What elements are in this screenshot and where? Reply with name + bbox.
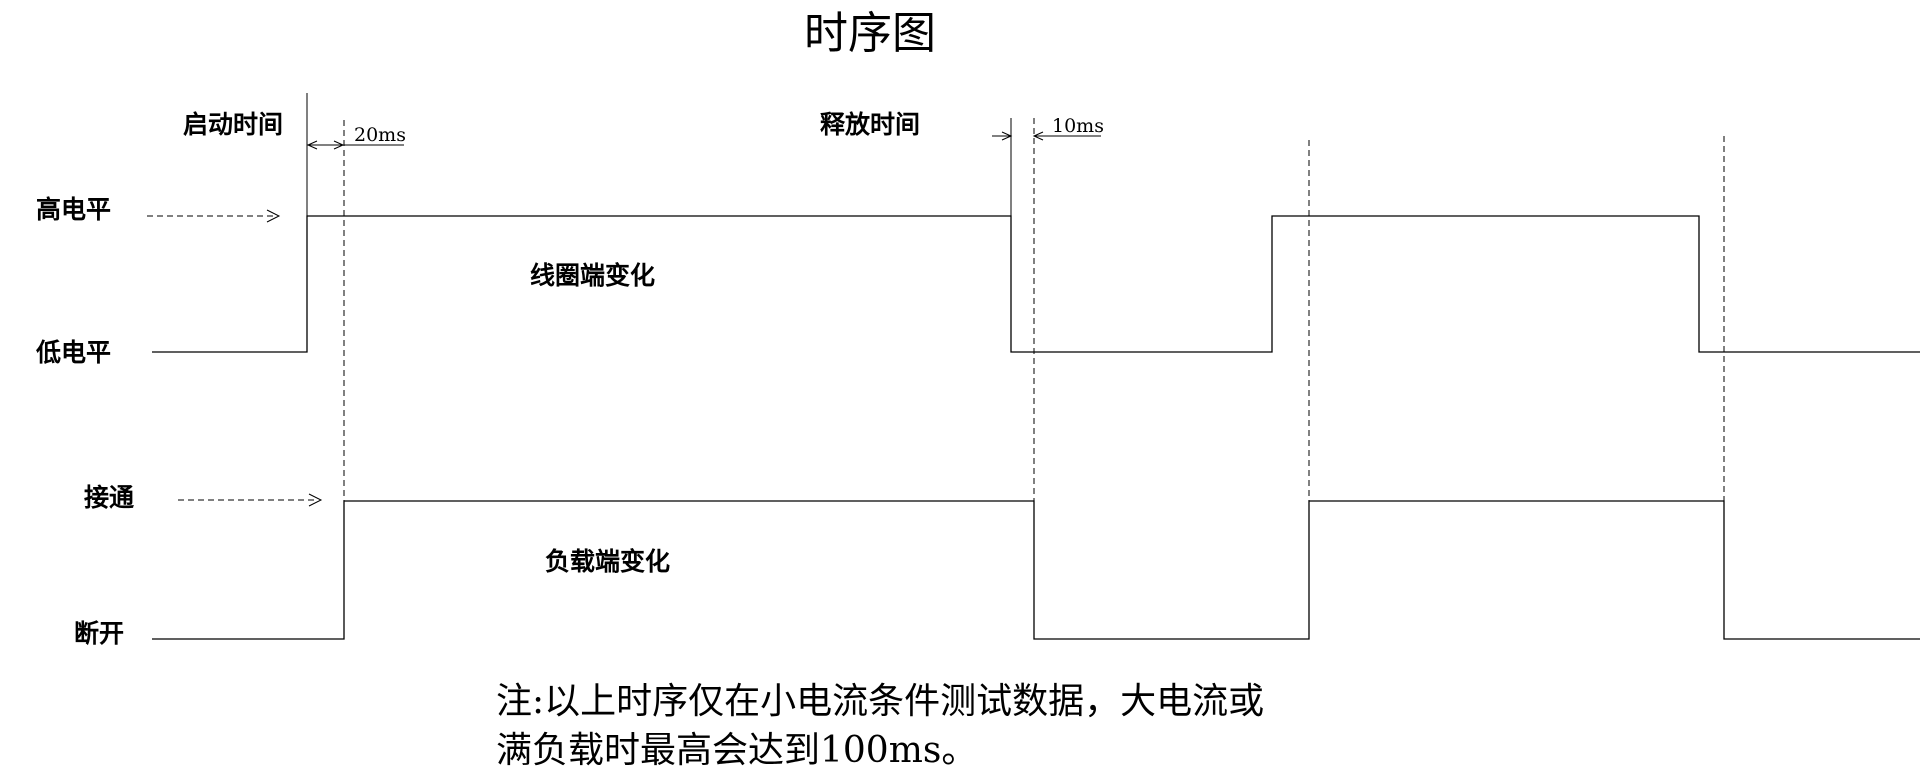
coil-low-label: 低电平: [35, 338, 111, 367]
release-time-label: 释放时间: [820, 110, 920, 139]
start-delay-dimension: [306, 140, 404, 150]
release-delay-value: 10ms: [1052, 115, 1104, 137]
coil-section-label: 线圈端变化: [530, 261, 655, 290]
coil-high-label: 高电平: [36, 195, 111, 224]
coil-waveform: [152, 215, 1920, 353]
start-time-label: 启动时间: [183, 110, 283, 139]
note-line-1: 注:以上时序仅在小电流条件测试数据，大电流或: [496, 681, 1264, 722]
start-delay-value: 20ms: [354, 124, 406, 146]
note-line-2: 满负载时最高会达到100ms。: [496, 730, 977, 771]
load-on-pointer-arrow: [178, 493, 323, 507]
coil-high-pointer-arrow: [147, 209, 281, 223]
load-waveform: [152, 500, 1920, 640]
load-on-label: 接通: [84, 483, 134, 512]
load-section-label: 负载端变化: [545, 547, 670, 576]
diagram-title: 时序图: [804, 8, 936, 59]
release-delay-dimension: [992, 131, 1101, 141]
load-off-label: 断开: [74, 619, 124, 648]
